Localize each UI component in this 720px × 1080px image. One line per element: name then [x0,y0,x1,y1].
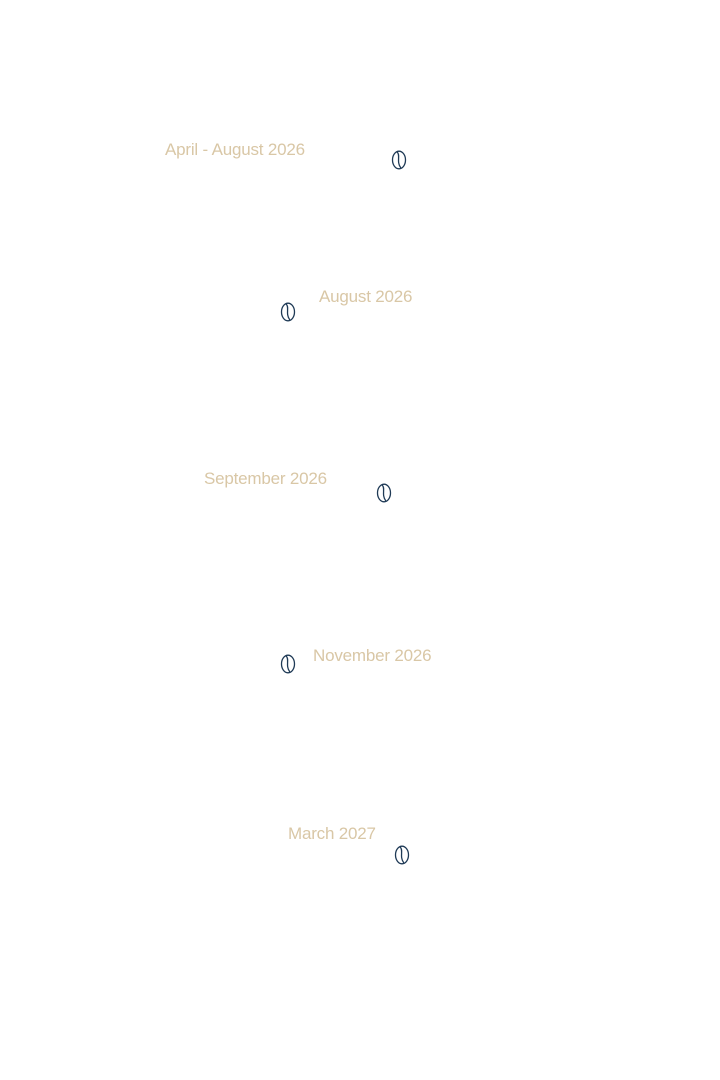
coffee-bean-icon [391,150,407,170]
milestone-date-1: April - August 2026 [165,140,305,159]
coffee-bean-icon [280,654,296,674]
coffee-bean-icon [376,483,392,503]
coffee-bean-icon [280,302,296,322]
milestone-date-4: November 2026 [313,646,432,665]
milestone-date-2: August 2026 [319,287,413,306]
coffee-bean-icon [394,845,410,865]
milestone-date-3: September 2026 [204,469,327,488]
milestone-date-5: March 2027 [288,824,376,843]
